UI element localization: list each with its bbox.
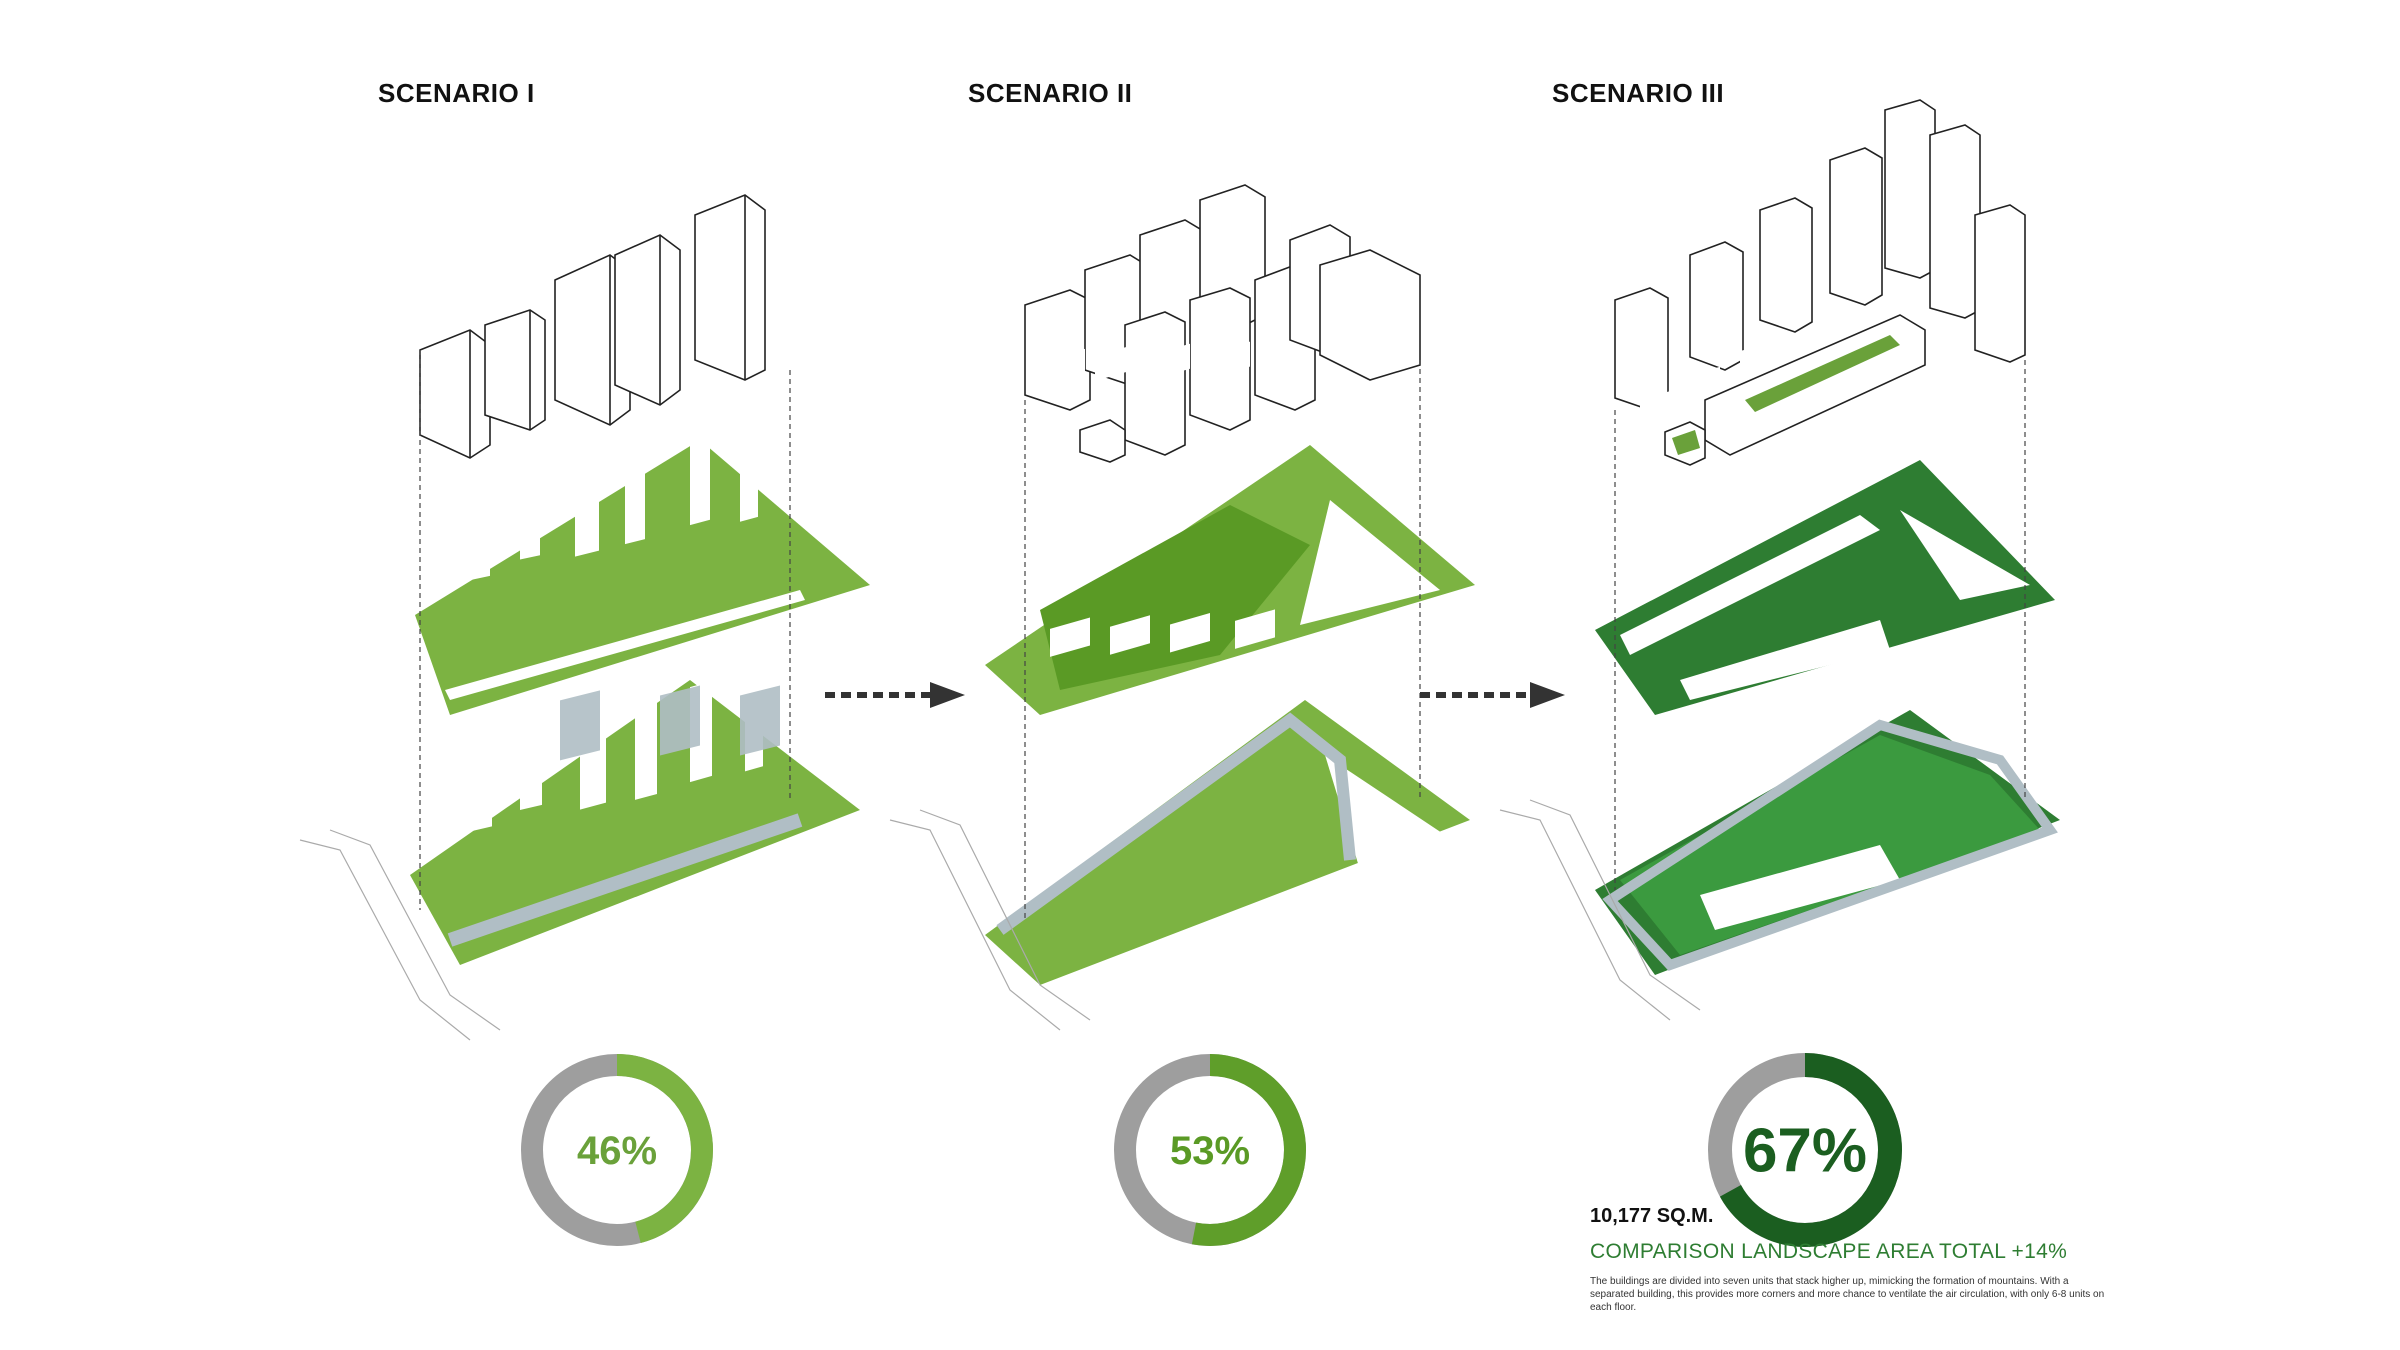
arrow-2-to-3	[1420, 682, 1565, 708]
scenario-3-title: SCENARIO III	[1552, 78, 1725, 108]
scenario-3-green-plan	[1595, 460, 2055, 715]
comparison-total: COMPARISON LANDSCAPE AREA TOTAL +14%	[1590, 1240, 2068, 1263]
arrow-1-to-2	[825, 682, 965, 708]
scenario-3-roof-gardens	[1672, 335, 1900, 455]
scenario-2-massing	[1024, 184, 1421, 463]
donut-label-3: 67%	[1743, 1117, 1867, 1186]
scenario-2-site-plan	[889, 609, 1470, 1031]
scenario-1-green-plan	[415, 429, 870, 715]
description-text: The buildings are divided into seven uni…	[1590, 1276, 2105, 1313]
scenario-2-title: SCENARIO II	[968, 78, 1133, 108]
scenario-1-massing	[419, 194, 766, 459]
scenario-1-title: SCENARIO I	[378, 78, 535, 108]
scenario-2-guides	[1024, 360, 1421, 920]
donut-value-1	[521, 1054, 713, 1246]
scenario-1-guides	[419, 350, 791, 910]
scenario-3-site-plan	[1499, 342, 2060, 1021]
donut-value-3	[1708, 1053, 1902, 1247]
landscape-ratio-donuts: 46% 53% 67%	[521, 1053, 1902, 1247]
scenario-3-guides	[1614, 360, 2026, 890]
scenario-2-green-plan	[985, 341, 1475, 715]
donut-label-2: 53%	[1170, 1129, 1250, 1173]
donut-label-1: 46%	[577, 1129, 657, 1173]
donut-value-2	[1114, 1054, 1306, 1246]
scenario-1-site-plan	[299, 680, 860, 1041]
scenario-3-massing	[1614, 99, 2026, 466]
area-total: 10,177 SQ.M.	[1590, 1205, 1714, 1227]
